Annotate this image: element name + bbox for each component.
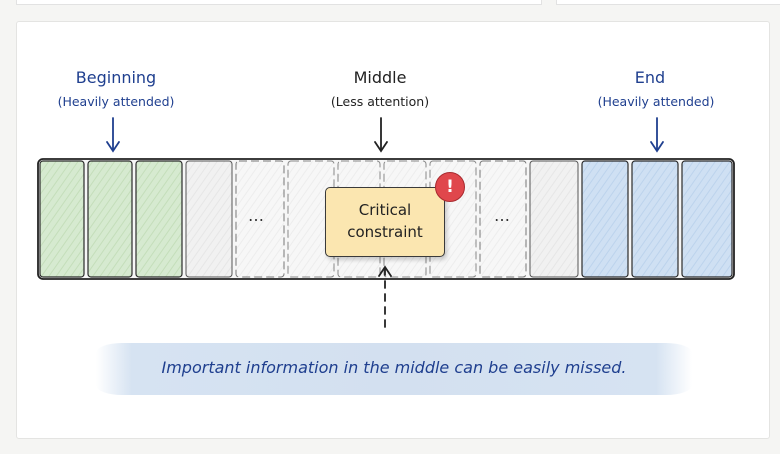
middle-cell-7 <box>479 160 527 278</box>
end-arrow <box>650 117 664 153</box>
beginning-title: Beginning <box>75 68 157 87</box>
critical-constraint-box: Critical constraint <box>325 187 445 257</box>
alert-icon: ! <box>435 172 465 202</box>
beginning-subtitle: (Heavily attended) <box>57 94 175 109</box>
middle-subtitle: (Less attention) <box>330 94 430 109</box>
end-cell-3 <box>681 160 733 278</box>
constraint-line-1: Critical <box>358 201 412 220</box>
constraint-line-2: constraint <box>347 223 423 241</box>
top-panel-edge-left <box>16 0 542 5</box>
upward-dashed-arrow <box>378 265 392 331</box>
message-banner <box>96 343 692 395</box>
beginning-cell-3 <box>135 160 183 278</box>
ellipsis-left: … <box>248 206 266 225</box>
beginning-cell-2 <box>87 160 133 278</box>
end-title: End <box>634 68 666 87</box>
end-cell-1 <box>581 160 629 278</box>
message-text: Important information in the middle can … <box>161 358 627 377</box>
middle-arrow <box>374 117 388 153</box>
beginning-arrow <box>106 117 120 153</box>
ellipsis-right: … <box>494 206 512 225</box>
beginning-cell-1 <box>39 160 85 278</box>
middle-cell-2 <box>235 160 285 278</box>
top-panel-edge-right <box>556 0 780 5</box>
strip-frame-outline <box>37 158 735 280</box>
end-cell-2 <box>631 160 679 278</box>
middle-cell-8 <box>529 160 579 278</box>
middle-cell-1 <box>185 160 233 278</box>
end-subtitle: (Heavily attended) <box>597 94 715 109</box>
middle-title: Middle <box>353 68 407 87</box>
